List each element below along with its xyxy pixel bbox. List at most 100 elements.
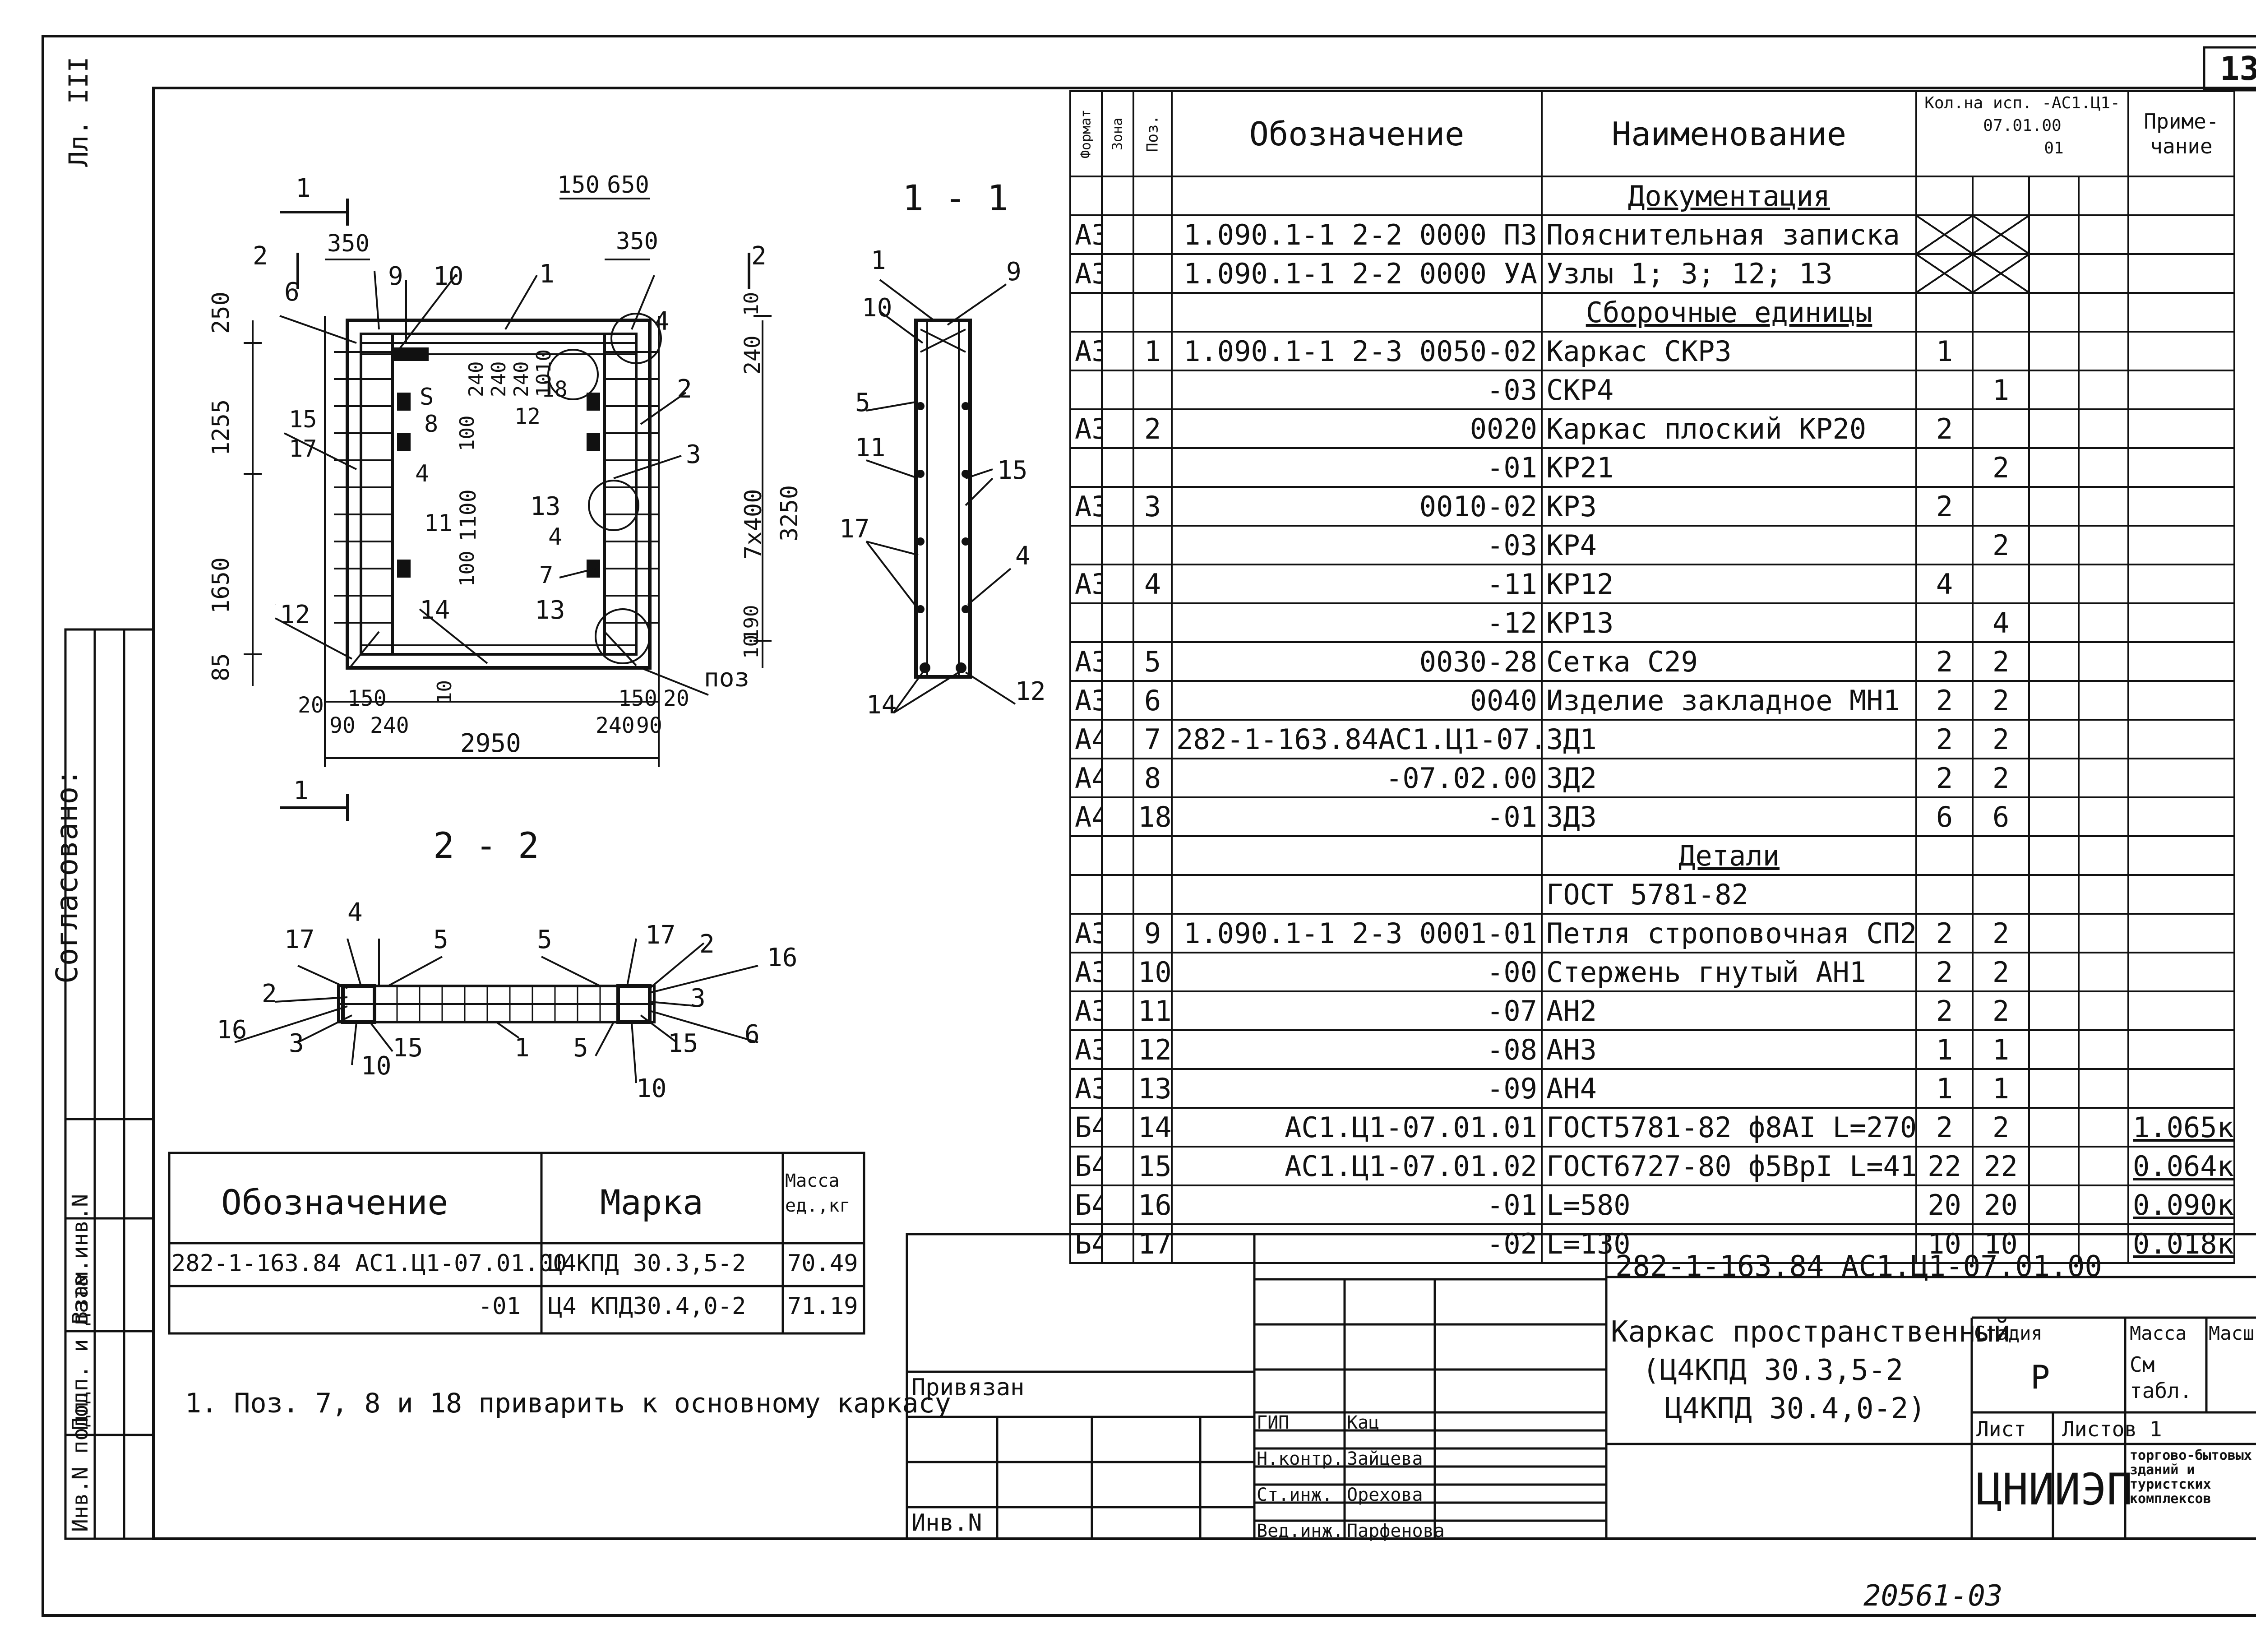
spec-pos: 5 [1133,641,1173,682]
sheet-number: 13 [2220,50,2256,88]
spec-zone [1101,370,1134,410]
spec-pos: 6 [1133,680,1173,721]
spec-format: А4 [1069,796,1103,837]
spec-name: Изделие закладное МН1 [1541,680,1917,721]
spec-qty-3 [2028,602,2080,643]
spec-zone [1101,1146,1134,1186]
spec-zone [1101,408,1134,449]
callout: 2 [253,241,268,271]
spec-designation: 1.090.1-1 2-2 0000 УА [1171,253,1543,294]
dim-label: 10 [433,680,456,704]
agreed-label: Согласовано: [50,768,84,984]
spec-qty-2: 6 [1972,796,2030,837]
spec-name: ГОСТ 5781-82 [1541,874,1917,915]
spec-note [2127,758,2235,798]
spec-designation: -09 [1171,1068,1543,1109]
spec-qty-3 [2028,564,2080,604]
spec-qty-1: 22 [1915,1146,1974,1186]
name-nkontr: Зайцева [1347,1448,1423,1469]
spec-designation: -07.02.00 [1171,758,1543,798]
spec-qty-3 [2028,214,2080,255]
spec-note [2127,602,2235,643]
marks-row-mark: Ц4 КПД30.4,0-2 [548,1293,746,1320]
spec-qty-1 [1915,525,1974,565]
dim-label: 240 [740,335,765,375]
spec-name: Детали [1541,835,1917,876]
dim-label: 1650 [208,557,235,614]
callout: 15 [997,456,1028,485]
spec-qty-4 [2078,447,2129,488]
spec-qty-4 [2078,602,2129,643]
spec-name: Документация [1541,176,1917,216]
spec-note [2127,680,2235,721]
callout: 15 [393,1033,423,1063]
spec-format: А3 [1069,486,1103,527]
callout: 9 [1006,257,1022,287]
spec-qty-3 [2028,408,2080,449]
name-gip: Кац [1347,1412,1380,1433]
mass-value: См табл. [2130,1352,2192,1403]
callout: 15 [668,1029,698,1058]
spec-format: А3 [1069,214,1103,255]
spec-zone [1101,952,1134,992]
spec-pos [1133,835,1173,876]
spec-qty-2: 2 [1972,680,2030,721]
callout: 10 [636,1074,667,1103]
spec-qty-3 [2028,253,2080,294]
spec-qty-2: 4 [1972,602,2030,643]
spec-name: Пояснительная записка [1541,214,1917,255]
marks-table-frame [168,1152,865,1335]
callout: 16 [767,943,798,972]
spec-qty-4 [2078,1029,2129,1070]
spec-name: ГОСТ5781-82 ф8АI L=2700 [1541,1107,1917,1148]
spec-qty-4 [2078,680,2129,721]
spec-name: Петля строповочная СП2 [1541,913,1917,953]
spec-format [1069,874,1103,915]
spec-note [2127,408,2235,449]
spec-designation: -11 [1171,564,1543,604]
spec-row: А47282-1-163.84АС1.Ц1-07.03.00ЗД122 [1069,719,2235,759]
spec-row: Документация [1069,176,2235,216]
callout: 12 [280,600,310,629]
spec-designation: 0020 [1171,408,1543,449]
spec-note [2127,214,2235,255]
callout: 13 [530,492,561,521]
callout: 5 [537,925,552,954]
spec-qty-4 [2078,292,2129,333]
callout: 13 [535,596,565,625]
marks-row-mass: 70.49 [787,1250,858,1277]
marks-row-designation: -01 [478,1293,521,1320]
spec-note [2127,331,2235,371]
spec-qty-3 [2028,1223,2080,1264]
spec-note [2127,564,2235,604]
spec-qty-2: 1 [1972,370,2030,410]
dim-label: 20 [663,686,689,711]
spec-qty-1: 4 [1915,564,1974,604]
dim-label: 3250 [776,485,803,541]
spec-qty-4 [2078,331,2129,371]
spec-qty-2: 2 [1972,719,2030,759]
spec-format: А3 [1069,641,1103,682]
spec-note: 1.065кг [2127,1107,2235,1148]
spec-qty-3 [2028,447,2080,488]
spec-designation: -03 [1171,525,1543,565]
spec-qty-1: 1 [1915,1029,1974,1070]
spec-format: Б4 [1069,1146,1103,1186]
spec-qty-3 [2028,758,2080,798]
callout: 17 [645,921,676,950]
callout: 10 [361,1051,392,1081]
title-code: 282-1-163.84 АС1.Ц1-07.01.00 [1615,1250,2102,1283]
spec-note [2127,176,2235,216]
spec-zone [1101,331,1134,371]
spec-note [2127,525,2235,565]
spec-qty-1: 6 [1915,796,1974,837]
spec-zone [1101,758,1134,798]
spec-note [2127,370,2235,410]
